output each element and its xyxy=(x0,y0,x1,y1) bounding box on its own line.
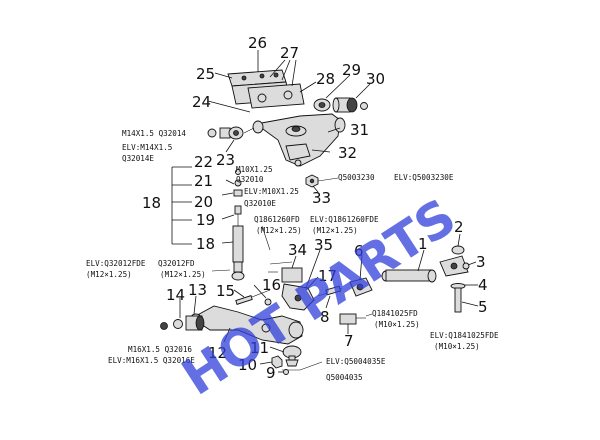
bushing-pair xyxy=(313,97,368,113)
spec-q1841025fd: Q1841025FD xyxy=(372,309,418,318)
spec-elv-m14: ELV:M14X1.5 xyxy=(122,143,172,152)
callout-18: 18 xyxy=(196,235,215,253)
spec-elv-q5004035e: ELV:Q5004035E xyxy=(326,357,386,366)
spec-m12-d: (M12×1.25) xyxy=(160,270,206,279)
callout-18-left: 18 xyxy=(142,194,161,212)
callout-29: 29 xyxy=(342,61,361,79)
spec-m12-b: (M12×1.25) xyxy=(312,226,358,235)
right-bracket-2-3 xyxy=(439,245,470,277)
callout-15: 15 xyxy=(216,282,235,300)
spec-q32012fd: Q32012FD xyxy=(158,259,195,268)
callout-10: 10 xyxy=(238,356,257,374)
shock-absorber xyxy=(231,169,245,281)
callout-12: 12 xyxy=(208,344,227,362)
callout-33: 33 xyxy=(312,189,331,207)
callout-34: 34 xyxy=(288,241,307,259)
pin-9 xyxy=(282,369,300,375)
callout-9: 9 xyxy=(266,364,276,382)
callout-27: 27 xyxy=(280,44,299,62)
spec-m10: M10X1.25 xyxy=(236,165,273,174)
callout-30: 30 xyxy=(366,70,385,88)
torsion-bar-8 xyxy=(317,285,343,297)
upper-control-arm xyxy=(252,113,346,167)
callout-32: 32 xyxy=(338,144,357,162)
callout-24: 24 xyxy=(192,93,211,111)
callout-7: 7 xyxy=(344,332,354,350)
spec-m14: M14X1.5 Q32014 xyxy=(122,129,186,138)
bolt-15 xyxy=(235,289,272,306)
spec-elv-q1861260fde: ELV:Q1861260FDE xyxy=(310,215,379,224)
spec-m12-c: (M12×1.25) xyxy=(86,270,132,279)
spec-q5003230: Q5003230 xyxy=(338,173,375,182)
spec-q5004035: Q5004035 xyxy=(326,373,363,382)
upper-arm-bushing-23 xyxy=(207,126,255,140)
nut-33 xyxy=(305,174,339,188)
callout-21: 21 xyxy=(194,172,213,190)
spec-elv-m16: ELV:M16X1.5 Q32016E xyxy=(108,356,195,365)
spec-elv-q1841025fde: ELV:Q1841025FDE xyxy=(430,331,499,340)
spec-elv-q5003230e: ELV:Q5003230E xyxy=(394,173,454,182)
callout-35: 35 xyxy=(314,236,333,254)
spec-q32014e: Q32014E xyxy=(122,154,154,163)
callout-31: 31 xyxy=(350,121,369,139)
mount-bracket-34-35 xyxy=(269,261,315,311)
tie-rod-1 xyxy=(381,269,437,283)
clamp-6 xyxy=(349,277,373,297)
lower-arm-bushing xyxy=(160,315,205,331)
callout-17: 17 xyxy=(318,267,337,285)
callout-16: 16 xyxy=(262,276,281,294)
spec-elv-m10: ELV:M10X1.25 xyxy=(244,187,299,196)
callout-4: 4 xyxy=(478,276,488,294)
callout-5: 5 xyxy=(478,298,488,316)
callout-1: 1 xyxy=(418,235,428,253)
callout-3: 3 xyxy=(476,253,486,271)
upper-bracket-assembly xyxy=(227,69,305,109)
callout-26: 26 xyxy=(248,34,267,52)
bolt-4-5 xyxy=(450,283,466,313)
spec-m10-b: (M10×1.25) xyxy=(434,342,480,351)
callout-14: 14 xyxy=(166,286,185,304)
callout-2: 2 xyxy=(454,218,464,236)
callout-6: 6 xyxy=(354,242,364,260)
callout-22: 22 xyxy=(194,153,213,171)
callout-25: 25 xyxy=(196,65,215,83)
spec-q1861260fd: Q1861260FD xyxy=(254,215,300,224)
spec-elv-q32012fde: ELV:Q32012FDE xyxy=(86,259,146,268)
spec-m12-a: (M12×1.25) xyxy=(256,226,302,235)
callout-28: 28 xyxy=(316,70,335,88)
spec-m16: M16X1.5 Q32016 xyxy=(128,345,192,354)
callout-11: 11 xyxy=(250,339,269,357)
spec-q32010: Q32010 xyxy=(236,175,264,184)
spec-q32010e: Q32010E xyxy=(244,199,276,208)
callout-13: 13 xyxy=(188,281,207,299)
nut-10 xyxy=(271,355,283,369)
callout-19: 19 xyxy=(196,211,215,229)
callout-23: 23 xyxy=(216,151,235,169)
callout-20: 20 xyxy=(194,193,213,211)
spec-m10-a: (M10×1.25) xyxy=(374,320,420,329)
callout-8: 8 xyxy=(320,308,330,326)
